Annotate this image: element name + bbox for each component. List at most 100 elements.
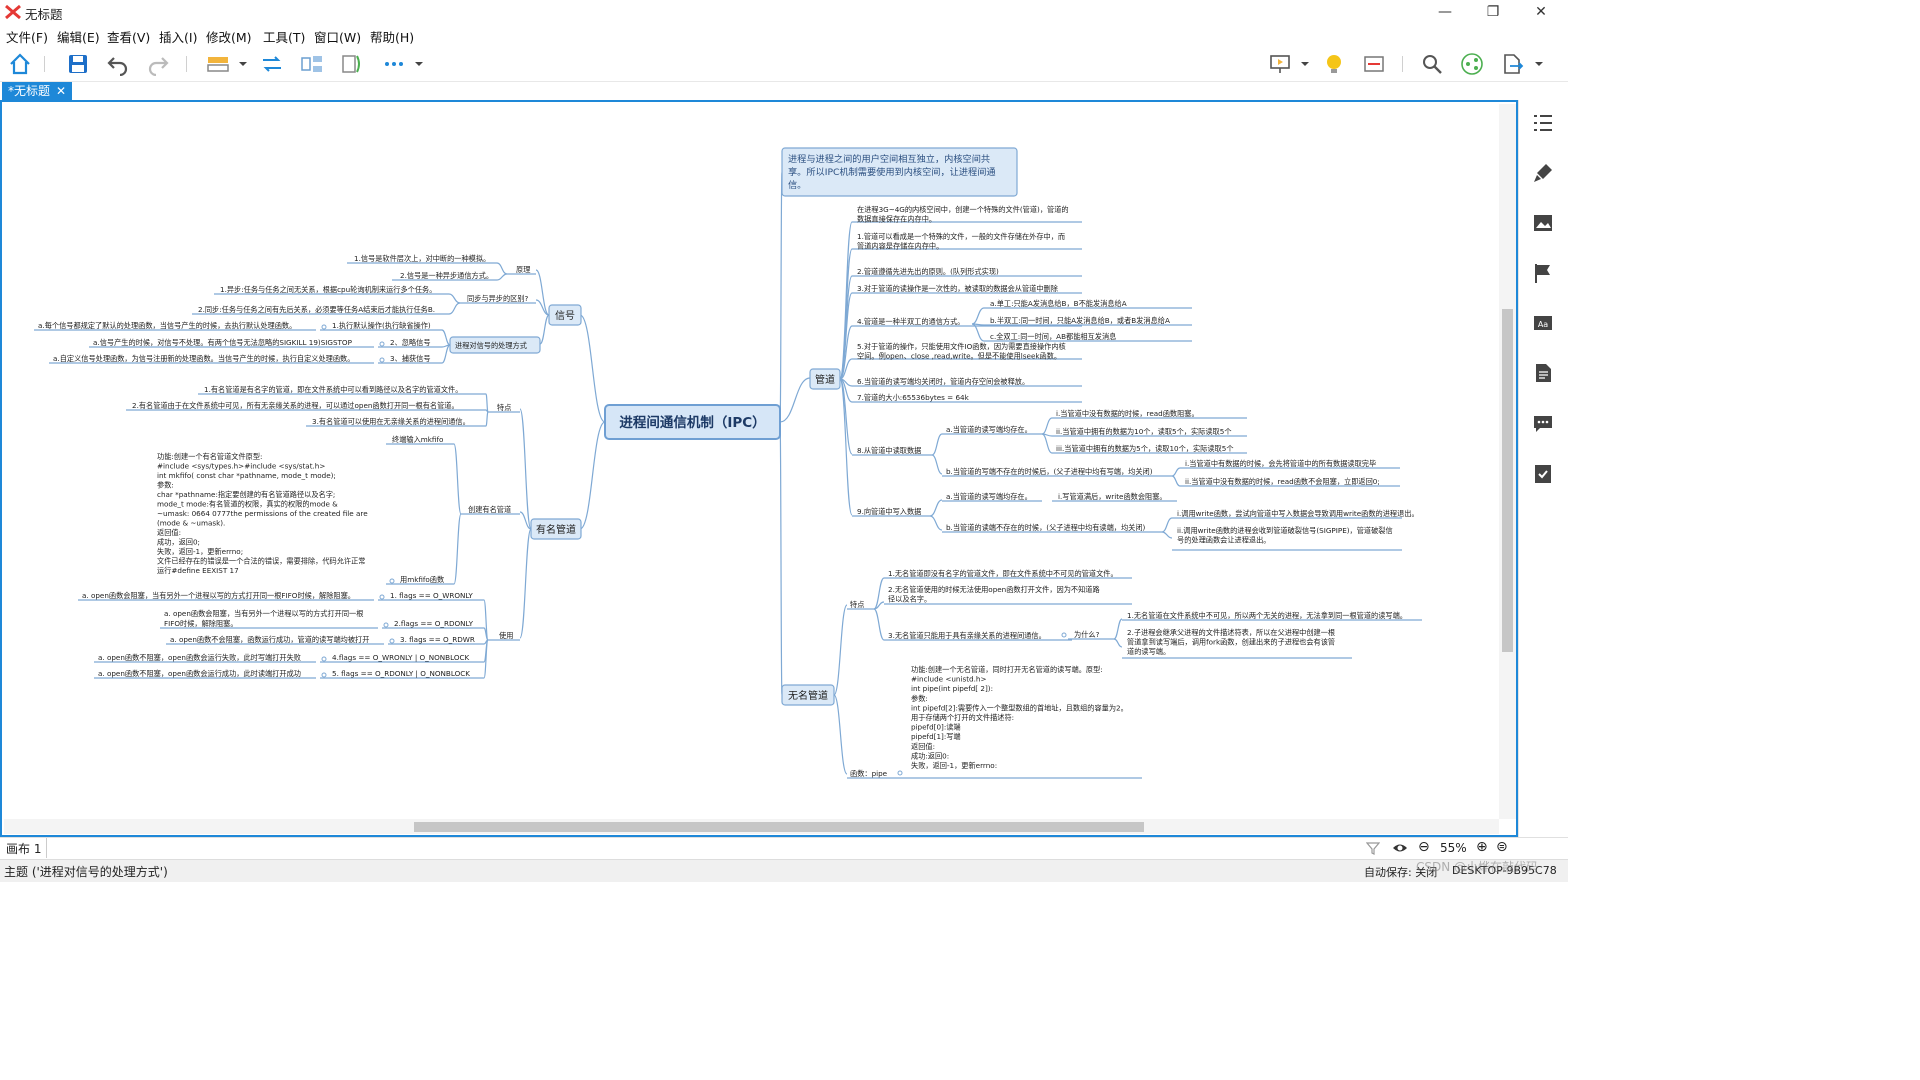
write-b[interactable]: b.当管道的读端不存在的时候，(父子进程中均有读端，均关闭) xyxy=(946,523,1146,532)
outline-list-icon[interactable] xyxy=(1532,112,1554,134)
pipe-item[interactable]: 5.对于管道的操作，只能使用文件IO函数，因为需要直接操作内核空间。例open、… xyxy=(857,342,1066,361)
menu-modify[interactable]: 修改(M) xyxy=(206,30,252,45)
menu-insert[interactable]: 插入(I) xyxy=(159,30,198,45)
horizontal-scroll-thumb[interactable] xyxy=(414,822,1144,832)
maximize-button[interactable]: ❐ xyxy=(1486,4,1500,20)
anon-pipe-topic[interactable]: 无名管道 xyxy=(788,689,828,702)
anon-feature[interactable]: 2.无名管道使用的时候无法使用open函数打开文件，因为不知道路径以及名字。 xyxy=(888,585,1100,604)
create-label[interactable]: 创建有名管道 xyxy=(468,505,511,514)
use-desc[interactable]: a. open函数会阻塞，当有另外一个进程以写的方式打开同一根 xyxy=(164,609,363,618)
named-pipe-topic-box[interactable] xyxy=(530,518,582,540)
horizontal-scrollbar[interactable] xyxy=(4,819,1499,834)
handling-desc[interactable]: a.每个信号都规定了默认的处理函数，当信号产生的时候，去执行默认处理函数。 xyxy=(38,321,296,330)
notes-icon[interactable] xyxy=(1532,362,1554,384)
image-icon[interactable] xyxy=(1532,212,1554,234)
mindmap-canvas[interactable]: 进程间通信机制（IPC） 进程与进程之间的用户空间相互独立，内核空间共享。所以IP… xyxy=(0,100,1518,837)
use-desc[interactable]: a. open函数不阻塞，open函数会运行成功，此时读端打开成功 xyxy=(98,669,301,678)
marker-flag-icon[interactable] xyxy=(1532,262,1554,284)
use-flag[interactable]: 1. flags == O_WRONLY xyxy=(390,591,473,600)
read-b[interactable]: b.当管道的写端不存在的时候后，(父子进程中均有写端，均关闭) xyxy=(946,467,1153,476)
relationship-icon[interactable] xyxy=(260,52,284,76)
sync-item[interactable]: 2.同步:任务与任务之间有先后关系，必须要等任务A结束后才能执行任务B. xyxy=(198,305,435,314)
more-icon[interactable] xyxy=(382,52,406,76)
principle-item[interactable]: 1.信号是软件层次上，对中断的一种模拟。 xyxy=(354,254,490,263)
func-label[interactable]: 函数：pipe xyxy=(850,769,888,778)
root-topic[interactable]: 进程间通信机制（IPC） xyxy=(619,414,765,431)
label-icon[interactable]: Aa xyxy=(1532,312,1554,334)
read-a-item[interactable]: iii.当管道中拥有的数据为5个，读取10个，实际读取5个 xyxy=(1056,444,1234,453)
sheet-tab[interactable]: 画布 1 xyxy=(6,842,42,856)
vertical-scroll-thumb[interactable] xyxy=(1502,309,1513,652)
why-item[interactable]: 1.无名管道在文件系统中不可见，所以两个无关的进程，无法拿到同一根管道的读写端。 xyxy=(1127,611,1407,620)
handling-desc[interactable]: a.信号产生的时候，对信号不处理。有两个信号无法忽略的SIGKILL 19)SI… xyxy=(93,338,353,347)
signal-topic-box[interactable] xyxy=(548,304,582,326)
filter-icon[interactable] xyxy=(1366,841,1380,855)
named-feature[interactable]: 3.有名管道可以使用在无亲缘关系的进程间通信。 xyxy=(312,417,470,426)
pipe-item[interactable]: 6.当管道的读写端均关闭时，管道内存空间会被释放。 xyxy=(857,377,1029,386)
read-a-item[interactable]: i.当管道中没有数据的时候，read函数阻塞。 xyxy=(1056,409,1199,418)
collapse-toggle-icon[interactable] xyxy=(379,341,385,347)
share-icon[interactable] xyxy=(1460,52,1484,76)
duplex-item[interactable]: c.全双工:同一时间，AB都能相互发消息 xyxy=(990,332,1116,341)
use-flag[interactable]: 2.flags == O_RDONLY xyxy=(394,619,474,628)
minimize-button[interactable]: — xyxy=(1438,4,1452,20)
read-b-item[interactable]: i.当管道中有数据的时候，会先将管道中的所有数据读取完毕 xyxy=(1185,459,1376,468)
handling-item[interactable]: 1.执行默认操作(执行缺省操作) xyxy=(332,321,431,330)
pipe-topic-box[interactable] xyxy=(809,368,841,390)
comment-icon[interactable] xyxy=(1532,412,1554,434)
tab-untitled[interactable]: *无标题✕ xyxy=(2,82,73,100)
write-b-item[interactable]: ii.调用write函数的进程会收到管道破裂信号(SIGPIPE)，管道破裂信号… xyxy=(1177,526,1393,545)
redo-icon[interactable] xyxy=(146,52,170,76)
duplex-item[interactable]: a.单工:只能A发消息给B，B不能发消息给A xyxy=(990,299,1127,308)
collapse-toggle-icon[interactable] xyxy=(389,578,395,584)
zoom-in-button[interactable]: ⊕ xyxy=(1476,839,1488,855)
func-desc[interactable]: 功能:创建一个无名管道，同时打开无名管道的读写端。原型:#include <un… xyxy=(911,665,1128,770)
read-label[interactable]: 8.从管道中读取数据 xyxy=(857,446,921,455)
presentation-dropdown-icon[interactable] xyxy=(1298,52,1312,76)
use-label[interactable]: 使用 xyxy=(499,631,513,640)
handling-topic[interactable]: 进程对信号的处理方式 xyxy=(455,341,527,350)
mkfifo-desc[interactable]: 功能:创建一个有名管道文件原型:#include <sys/types.h>#i… xyxy=(157,452,368,575)
search-icon[interactable] xyxy=(1420,52,1444,76)
fit-view-button[interactable]: ⊜ xyxy=(1496,839,1508,855)
collapse-toggle-icon[interactable] xyxy=(321,656,327,662)
topic-dropdown-icon[interactable] xyxy=(236,52,250,76)
menu-edit[interactable]: 编辑(E) xyxy=(57,30,100,45)
pipe-item[interactable]: 3.对于管道的读操作是一次性的，被读取的数据会从管道中删除 xyxy=(857,284,1058,293)
use-desc[interactable]: a. open函数不会阻塞，函数运行成功，管道的读写端均被打开 xyxy=(170,635,369,644)
eye-icon[interactable] xyxy=(1392,841,1408,855)
collapse-toggle-icon[interactable] xyxy=(321,672,327,678)
duplex-item[interactable]: b.半双工:同一时间，只能A发消息给B，或者B发消息给A xyxy=(990,316,1170,325)
presentation-icon[interactable] xyxy=(1268,52,1292,76)
sync-item[interactable]: 1.异步:任务与任务之间无关系，根据cpu轮询机制来运行多个任务。 xyxy=(220,285,436,294)
note-text[interactable]: 进程与进程之间的用户空间相互独立，内核空间共享。所以IPC机制需要使用到内核空间… xyxy=(788,153,996,191)
pipe-topic[interactable]: 管道 xyxy=(815,373,835,386)
named-features-label[interactable]: 特点 xyxy=(497,403,511,412)
zoom-out-button[interactable]: ⊖ xyxy=(1418,839,1430,855)
note-box[interactable] xyxy=(781,147,1018,197)
menu-help[interactable]: 帮助(H) xyxy=(370,30,415,45)
handling-item[interactable]: 3、捕获信号 xyxy=(390,354,431,363)
pipe-item[interactable]: 4.管道是一种半双工的通信方式。 xyxy=(857,317,964,326)
home-icon[interactable] xyxy=(8,52,32,76)
principle-label[interactable]: 原理 xyxy=(516,265,530,274)
collapse-toggle-icon[interactable] xyxy=(379,594,385,600)
tab-close-icon[interactable]: ✕ xyxy=(56,84,67,98)
vertical-scrollbar[interactable] xyxy=(1499,104,1516,819)
export-icon[interactable] xyxy=(1500,52,1524,76)
terminal-item[interactable]: 终端输入mkfifo xyxy=(392,435,443,444)
menu-tools[interactable]: 工具(T) xyxy=(263,30,306,45)
anon-pipe-topic-box[interactable] xyxy=(781,684,835,706)
anon-feature[interactable]: 1.无名管道即没有名字的管道文件，即在文件系统中不可见的管道文件。 xyxy=(888,569,1118,578)
root-topic-box[interactable] xyxy=(604,404,781,440)
named-feature[interactable]: 2.有名管道由于在文件系统中可见，所有无亲缘关系的进程，可以通过open函数打开… xyxy=(132,401,459,410)
menu-window[interactable]: 窗口(W) xyxy=(314,30,362,45)
why-item[interactable]: 2.子进程会继承父进程的文件描述符表，所以在父进程中创建一根管道拿到读写端后，调… xyxy=(1127,628,1335,656)
read-b-item[interactable]: ii.当管道中没有数据的时候，read函数不会阻塞，立即返回0; xyxy=(1185,477,1380,486)
autosave-status[interactable]: 自动保存: 关闭 xyxy=(1364,866,1438,879)
undo-icon[interactable] xyxy=(106,52,130,76)
collapse-toggle-icon[interactable] xyxy=(379,357,385,363)
pipe-item[interactable]: 2.管道遵循先进先出的原则。(队列形式实现) xyxy=(857,267,999,276)
collapse-toggle-icon[interactable] xyxy=(321,324,327,330)
anon-features-label[interactable]: 特点 xyxy=(850,600,864,609)
